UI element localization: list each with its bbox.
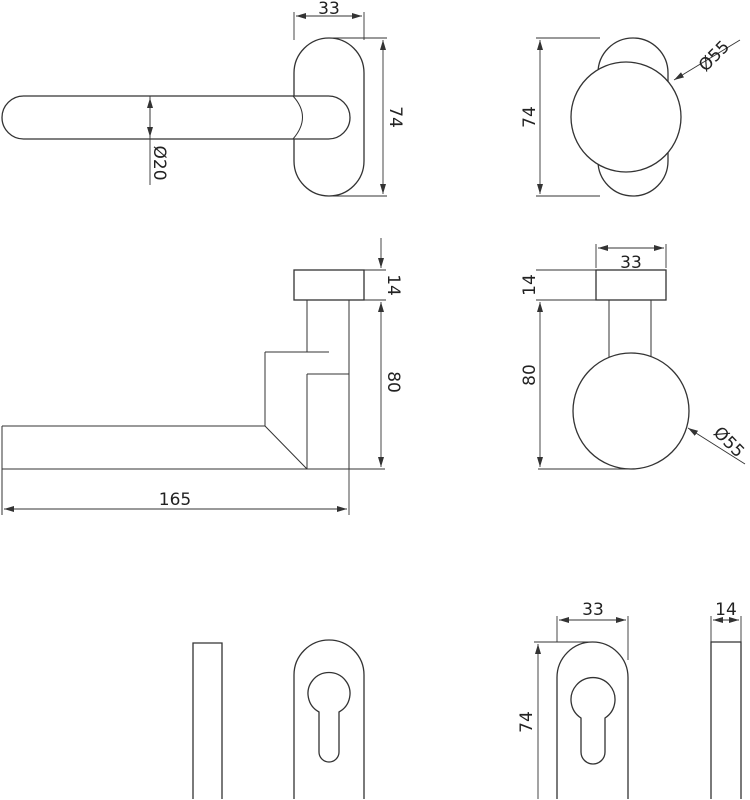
lever-side-view: 14 80 165 <box>1 238 403 515</box>
dimension-label: 14 <box>715 600 737 620</box>
dimension-label: 14 <box>383 274 403 296</box>
lever-front-view: 33 74 Ø20 <box>1 0 405 197</box>
rosette <box>293 269 365 301</box>
knob-side-view: 33 14 80 Ø55 <box>520 244 748 470</box>
dimension-label: 165 <box>159 490 191 510</box>
dimension-label: 74 <box>517 711 537 733</box>
knob <box>572 352 690 470</box>
keyhole <box>570 676 616 765</box>
dimension-label: 74 <box>385 106 405 128</box>
dimension-label: 33 <box>318 0 340 19</box>
dimension-label: 33 <box>620 253 642 273</box>
dimension-label: Ø55 <box>695 37 734 76</box>
escutcheon-side <box>192 642 223 799</box>
dimension-label: Ø20 <box>149 145 169 180</box>
dimension-label: 74 <box>520 106 540 128</box>
rosette <box>595 269 667 301</box>
knob <box>570 61 682 173</box>
dimension-label: 80 <box>383 371 403 393</box>
dimension-label: 80 <box>520 364 540 386</box>
escutcheon-side-dimensioned <box>710 641 742 799</box>
dimension-label: 33 <box>582 600 604 620</box>
dimension-label: Ø55 <box>709 423 748 462</box>
dimension-label: 14 <box>520 274 540 296</box>
keyhole <box>307 671 351 763</box>
escutcheon-views: 33 74 14 <box>192 600 742 799</box>
knob-front-view: 74 Ø55 <box>520 37 741 197</box>
lever-handle <box>1 95 351 140</box>
